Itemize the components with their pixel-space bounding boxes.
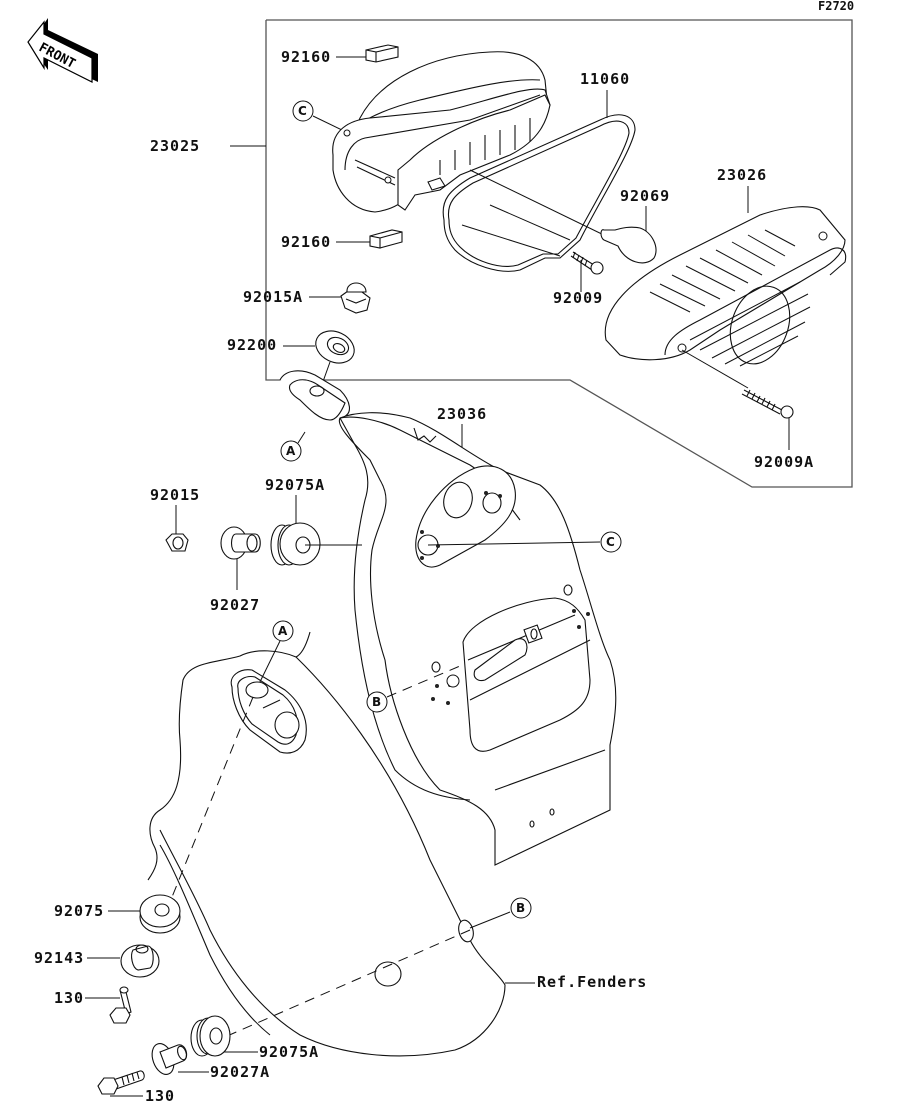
callout-a-upper: A: [280, 440, 302, 462]
svg-text:C: C: [298, 104, 307, 118]
hex-nut: [165, 533, 189, 552]
front-arrow-icon: FRONT: [27, 18, 98, 83]
part-label-11060: 11060: [580, 70, 630, 88]
part-label-130-lower: 130: [145, 1087, 175, 1103]
part-label-92075A-upper: 92075A: [265, 476, 325, 494]
part-label-92015A: 92015A: [243, 288, 303, 306]
svg-text:C: C: [606, 535, 615, 549]
part-label-92200: 92200: [227, 336, 277, 354]
gasket: [442, 114, 636, 272]
cap-nut: [340, 282, 371, 314]
svg-text:A: A: [286, 444, 296, 458]
callout-c-top: C: [292, 100, 314, 122]
callout-b-lower: B: [510, 897, 532, 919]
bolt-lower: [97, 1070, 145, 1095]
license-bracket: [279, 370, 617, 866]
figure-code: F2720: [818, 0, 854, 13]
grommet-lower-left: [139, 894, 181, 934]
reflector-block-bottom: [369, 229, 403, 249]
part-label-23026: 23026: [717, 166, 767, 184]
part-label-23036: 23036: [437, 405, 487, 423]
part-label-130-upper: 130: [54, 989, 84, 1007]
part-label-92015: 92015: [150, 486, 200, 504]
assembly-group-bracket: [265, 19, 853, 488]
part-label-92075A-lower: 92075A: [259, 1043, 319, 1061]
grommet-upper: [270, 522, 321, 566]
part-label-92027: 92027: [210, 596, 260, 614]
part-label-92027A: 92027A: [210, 1063, 270, 1081]
rear-fender: [147, 631, 506, 1057]
callout-a-lower: A: [272, 620, 294, 642]
reflector-block-top: [365, 44, 399, 63]
part-label-92143: 92143: [34, 949, 84, 967]
part-label-92075: 92075: [54, 902, 104, 920]
bolt-upper: [109, 986, 132, 1024]
part-label-92160-top: 92160: [281, 48, 331, 66]
part-label-92069: 92069: [620, 187, 670, 205]
part-label-92160-bottom: 92160: [281, 233, 331, 251]
collar: [220, 526, 261, 560]
svg-text:A: A: [278, 624, 288, 638]
svg-text:B: B: [372, 695, 381, 709]
washer: [315, 330, 355, 364]
collar-a: [151, 1043, 188, 1075]
grommet-lower-right: [190, 1015, 231, 1057]
taillight-housing: [332, 51, 551, 213]
bulb: [600, 226, 657, 264]
reference-note: Ref.Fenders: [537, 973, 647, 991]
callout-b-middle: B: [366, 691, 388, 713]
part-label-92009: 92009: [553, 289, 603, 307]
lens: [604, 206, 847, 367]
callout-c-right: C: [600, 531, 622, 553]
screw-long: [681, 349, 794, 419]
part-label-23025: 23025: [150, 137, 200, 155]
screw-small: [570, 251, 604, 275]
svg-text:B: B: [516, 901, 525, 915]
part-label-92009A: 92009A: [754, 453, 814, 471]
spacer: [120, 944, 160, 978]
